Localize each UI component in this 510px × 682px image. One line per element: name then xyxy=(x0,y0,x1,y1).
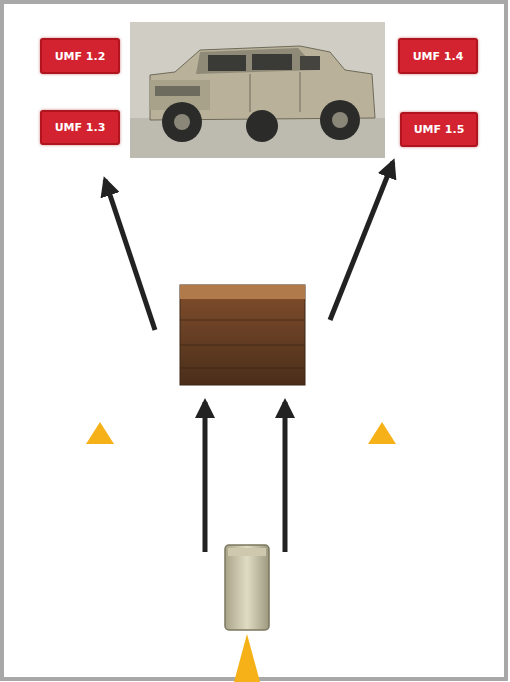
label-box: UMF 1.2 xyxy=(40,38,120,74)
trajectory-arrow xyxy=(283,402,288,552)
label-box: UMF 1.3 xyxy=(40,110,120,145)
unit-label: UMF 1.5 xyxy=(414,123,465,136)
label-box: UMF 1.4 xyxy=(398,38,478,74)
launcher xyxy=(225,545,269,682)
unit-label: UMF 1.4 xyxy=(413,50,464,63)
traffic-cone xyxy=(86,422,114,444)
unit-label: UMF 1.3 xyxy=(55,121,106,134)
label-box: UMF 1.5 xyxy=(400,112,478,147)
trajectory-arrow xyxy=(330,162,393,320)
vehicle-photo xyxy=(130,22,385,158)
trajectory-arrow xyxy=(105,180,155,330)
crate xyxy=(180,285,305,385)
trajectory-arrow xyxy=(203,402,208,552)
traffic-cone xyxy=(368,422,396,444)
unit-label: UMF 1.2 xyxy=(55,50,106,63)
